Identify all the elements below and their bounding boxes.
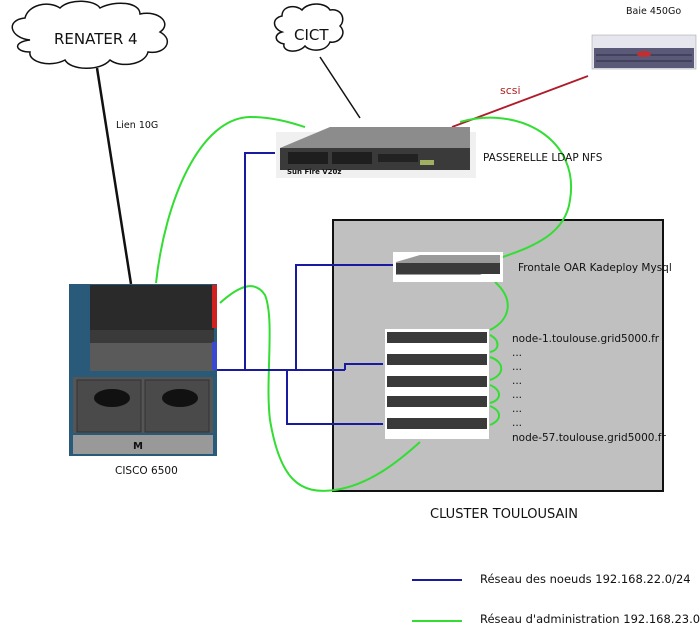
legend-admin-label: Réseau d'administration 192.168.23.0/24	[480, 612, 700, 626]
node-ellipsis: ...	[512, 403, 523, 415]
legend-nodes-label: Réseau des noeuds 192.168.22.0/24	[480, 572, 691, 586]
storage-label: Baie 450Go	[626, 6, 682, 17]
node-ellipsis: ...	[512, 417, 523, 429]
renater-link	[95, 67, 133, 285]
renater-cloud	[11, 0, 169, 69]
gateway-server	[276, 127, 476, 178]
scsi-label: scsi	[500, 84, 521, 97]
cluster-title: CLUSTER TOULOUSAIN	[430, 507, 578, 522]
cict-cloud	[273, 3, 344, 52]
node-ellipsis: ...	[512, 361, 523, 373]
node-ellipsis: ...	[512, 389, 523, 401]
node-ellipsis: ...	[512, 375, 523, 387]
renater-link-label: Lien 10G	[116, 120, 159, 131]
storage-array	[591, 34, 697, 70]
compute-nodes-stack	[385, 329, 489, 439]
renater-label: RENATER 4	[54, 30, 138, 48]
switch-label: CISCO 6500	[115, 465, 178, 477]
cisco-switch: M	[69, 284, 217, 456]
svg-text:M: M	[133, 441, 143, 452]
node-last-label: node-57.toulouse.grid5000.fr	[512, 432, 666, 444]
node-ellipsis: ...	[512, 347, 523, 359]
frontend-label: Frontale OAR Kadeploy Mysql	[518, 262, 672, 274]
gateway-label: PASSERELLE LDAP NFS	[483, 152, 603, 164]
node-first-label: node-1.toulouse.grid5000.fr	[512, 333, 660, 345]
admin-network-lines	[155, 115, 573, 492]
frontend-server	[393, 252, 503, 282]
nodes-network-lines	[215, 152, 393, 425]
cict-label: CICT	[294, 26, 329, 44]
cict-link	[319, 56, 361, 119]
gateway-model-label: Sun Fire V20z	[287, 168, 342, 176]
